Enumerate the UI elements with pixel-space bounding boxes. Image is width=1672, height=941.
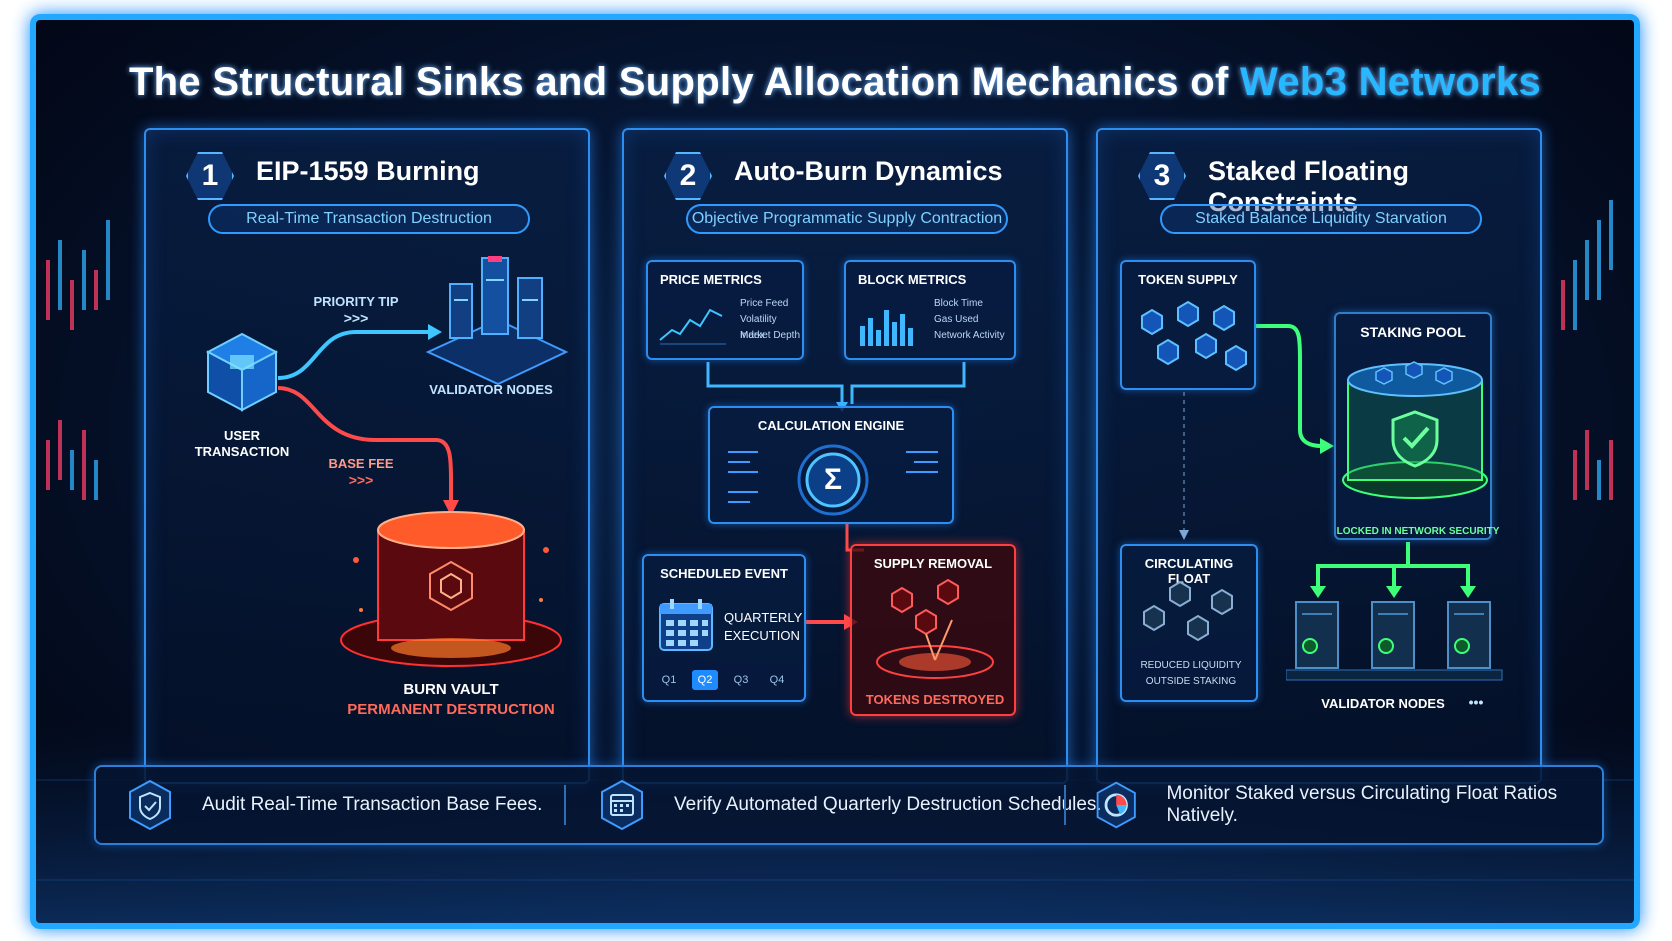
priority-tip-chevrons: >>> [343,310,369,326]
panel-eip1559: 1 EIP-1559 Burning Real-Time Transaction… [144,128,590,784]
block-metric-item: Network Activity [934,330,1005,341]
user-transaction-label-1: USER [223,428,261,443]
quarter-q2[interactable]: Q2 [692,670,718,690]
quarter-selector: Q1 Q2 Q3 Q4 [656,670,796,690]
validator-server-3 [1447,601,1491,669]
footer-text: Monitor Staked versus Circulating Float … [1166,783,1558,826]
footer-divider [564,785,566,825]
panel-number: 3 [1138,152,1186,200]
burn-vault-label: BURN VAULT [403,681,499,698]
title-highlight: Web3 Networks [1240,60,1542,104]
price-metric-item: Price Feed [740,298,789,309]
line-chart-icon [659,308,726,345]
validator-nodes-label: VALIDATOR NODES [429,382,553,397]
more-options-icon[interactable]: ••• [1468,694,1484,710]
left-candles [46,220,110,500]
block-metric-item: Gas Used [934,314,979,325]
footer-item-audit: Audit Real-Time Transaction Base Fees. [124,767,542,843]
page-title: The Structural Sinks and Supply Allocati… [36,60,1634,105]
outside-staking-label: OUTSIDE STAKING [1145,676,1237,687]
calendar-icon [601,779,643,831]
calculation-engine-box: CALCULATION ENGINE Σ [708,406,954,524]
footer-divider [1064,785,1066,825]
quarter-q3[interactable]: Q3 [733,674,749,686]
validator-server-2 [1371,601,1415,669]
tokens-destroyed-label: TOKENS DESTROYED [865,692,1005,707]
supply-removal-title: SUPPLY REMOVAL [873,556,993,571]
engine-decoration [728,444,938,516]
quarter-q4[interactable]: Q4 [769,674,785,686]
locked-network-security-label: LOCKED IN NETWORK SECURITY [1336,526,1500,537]
staking-pool-title: STAKING POOL [1360,324,1466,340]
panel-title: EIP-1559 Burning [256,156,480,186]
base-fee-chevrons: >>> [348,472,374,488]
panel-auto-burn: 2 Auto-Burn Dynamics Objective Programma… [622,128,1068,784]
staking-vault-icon [1342,361,1488,499]
block-metric-item: Block Time [934,298,983,309]
right-candles [1561,200,1613,500]
price-metric-item: Volatility Index [740,314,777,341]
panel-subtitle: Staked Balance Liquidity Starvation [1160,204,1482,234]
footer-action-bar: Audit Real-Time Transaction Base Fees. V… [94,765,1604,845]
panel-subtitle: Objective Programmatic Supply Contractio… [686,204,1008,234]
staking-connectors [1179,324,1476,598]
scheduled-event-title: SCHEDULED EVENT [660,566,788,581]
validator-nodes-label: VALIDATOR NODES [1321,696,1445,711]
priority-tip-path [277,330,428,380]
quarterly-label: QUARTERLY [724,610,803,625]
scattered-tokens-icon [1143,580,1233,642]
bar-chart-icon [860,310,913,346]
execution-label: EXECUTION [724,628,800,643]
quarter-q1[interactable]: Q1 [661,674,677,686]
title-prefix: The Structural Sinks and Supply Allocati… [128,60,1241,104]
priority-tip-label: PRIORITY TIP [313,294,399,309]
infographic-frame: The Structural Sinks and Supply Allocati… [30,14,1640,929]
price-metrics-title: PRICE METRICS [660,272,762,287]
base-fee-label: BASE FEE [328,456,394,471]
panel-number: 2 [664,152,712,200]
panel-subtitle: Real-Time Transaction Destruction [208,204,530,234]
validator-servers-icon [425,256,569,386]
sigma-icon: Σ [823,463,842,496]
footer-item-monitor: Monitor Staked versus Circulating Float … [1092,767,1602,843]
price-metrics-box: PRICE METRICS Price Feed Volatility Inde… [646,260,804,360]
circulating-float-box: CIRCULATING FLOAT REDUCED LIQUIDITY OUTS… [1120,544,1258,702]
validator-server-1 [1295,601,1339,669]
circulating-float-title: CIRCULATING FLOAT [1144,556,1234,586]
token-supply-title: TOKEN SUPPLY [1138,272,1238,287]
staking-pool-box: STAKING POOL [1334,312,1492,540]
block-metrics-box: BLOCK METRICS Block Time Gas Used Networ… [844,260,1016,360]
block-metrics-title: BLOCK METRICS [858,272,967,287]
token-supply-box: TOKEN SUPPLY [1120,260,1256,390]
reduced-liquidity-label: REDUCED LIQUIDITY [1140,660,1242,671]
panel-title: Auto-Burn Dynamics [734,156,1003,186]
scheduled-event-box: SCHEDULED EVENT QUARTERLY EXECUTION Q1 Q… [642,554,806,702]
calendar-icon [659,599,713,651]
panel-number: 1 [186,152,234,200]
panel-title: Staked Floating Constraints [1208,156,1410,217]
tokens-destroyed-icon [876,578,994,679]
supply-removal-box: SUPPLY REMOVAL TOKENS DESTROYED [850,544,1016,716]
eip1559-flow-diagram [205,256,569,667]
shield-check-icon [129,779,171,831]
footer-text: Verify Automated Quarterly Destruction S… [674,794,1102,815]
validator-node-servers [1286,601,1503,681]
permanent-destruction-label: PERMANENT DESTRUCTION [347,701,555,718]
price-metric-item: Market Depth [740,330,801,341]
burn-vault-icon [340,511,562,667]
pie-chart-icon [1096,781,1136,829]
calculation-engine-title: CALCULATION ENGINE [757,418,905,433]
panel-staking: 3 Staked Floating Constraints Staked Bal… [1096,128,1542,784]
footer-item-verify: Verify Automated Quarterly Destruction S… [596,767,1102,843]
footer-text: Audit Real-Time Transaction Base Fees. [202,794,543,815]
base-fee-path [277,386,453,500]
user-transaction-label-2: TRANSACTION [194,444,290,459]
user-transaction-cube-icon [205,332,279,412]
token-cluster-icon [1141,300,1247,372]
